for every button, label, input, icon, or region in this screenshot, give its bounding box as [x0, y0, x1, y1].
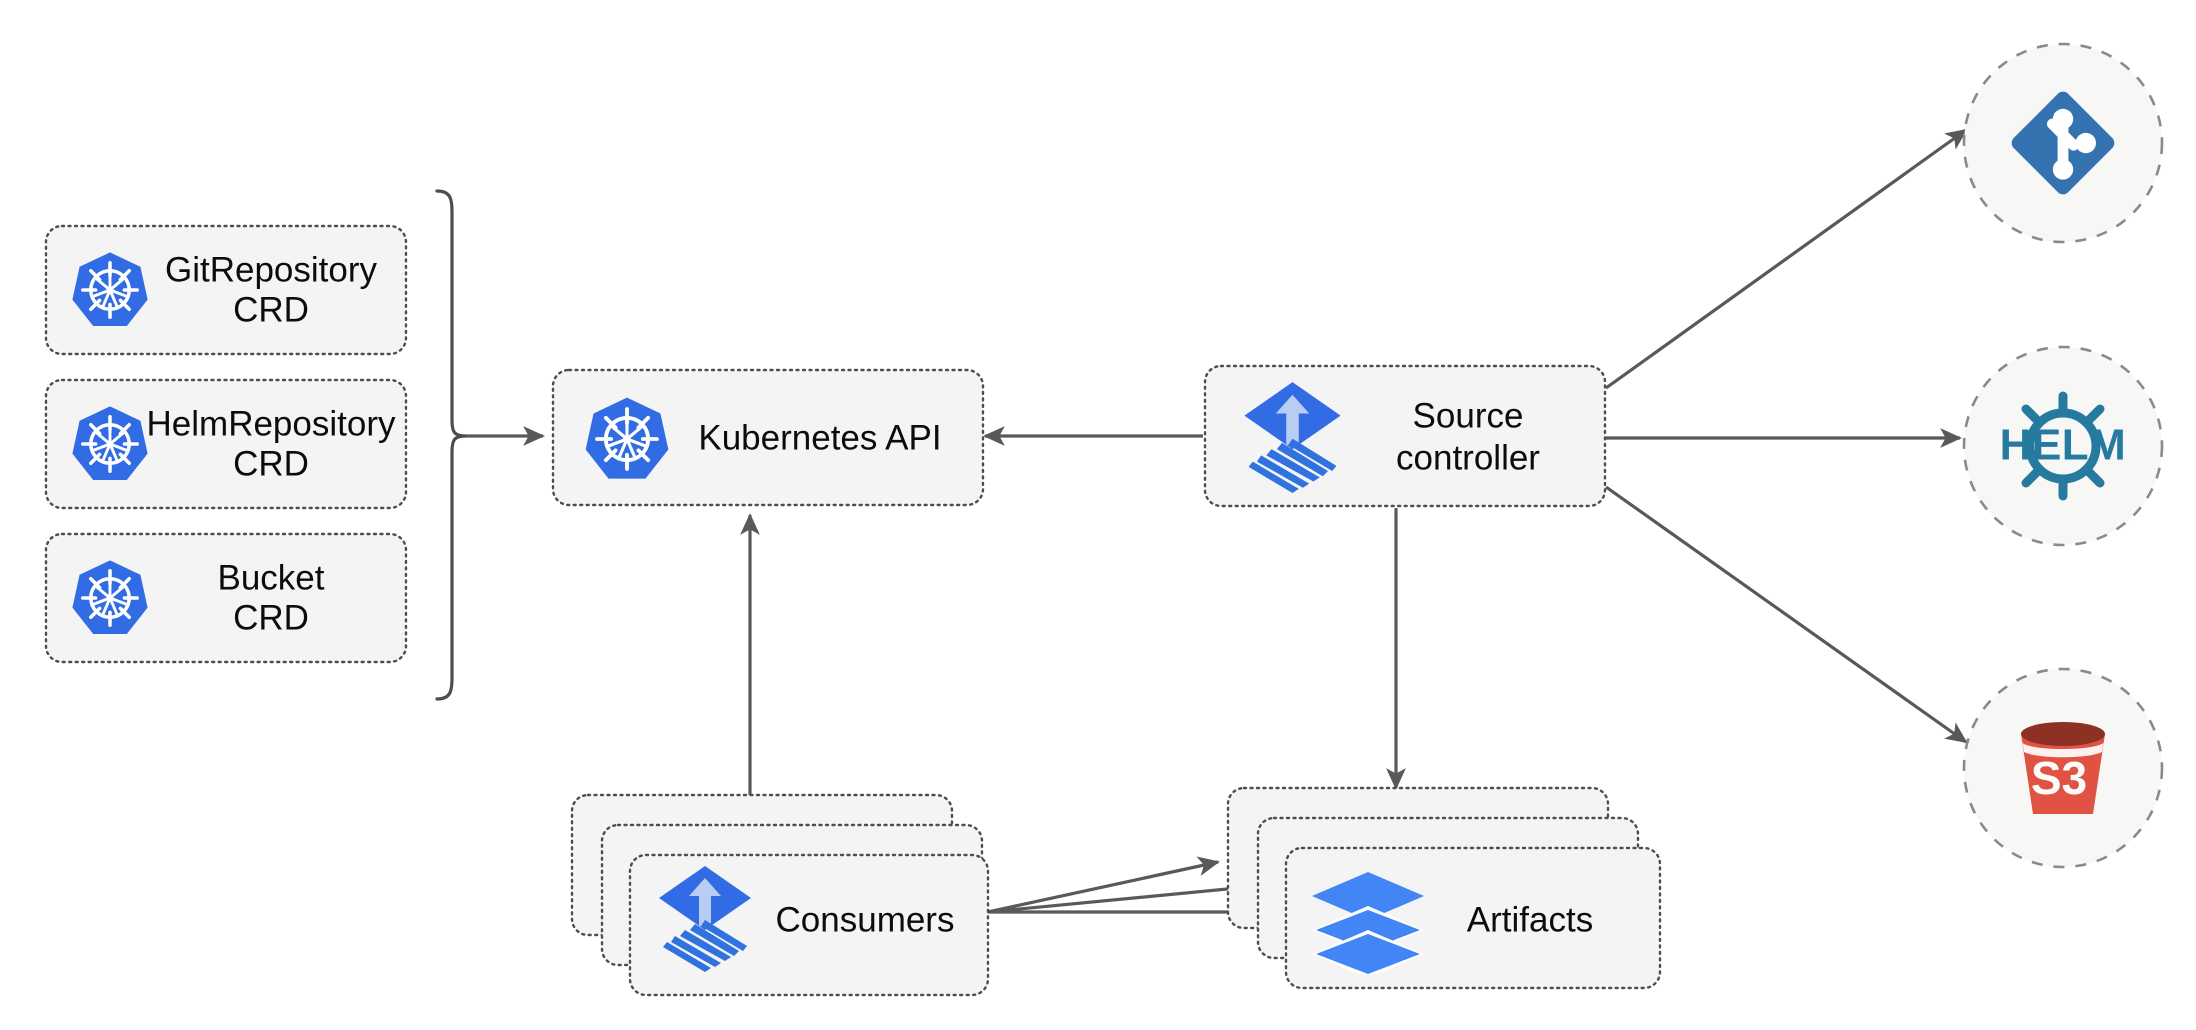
external-target-helm[interactable]: HELM: [1962, 345, 2164, 547]
crd-label-line1: HelmRepository: [147, 404, 396, 443]
node-source-controller[interactable]: Source controller: [1203, 364, 1607, 508]
node-artifacts[interactable]: Artifacts: [1226, 786, 1662, 990]
crd-label-line2: CRD: [233, 290, 309, 329]
s3-label: S3: [2031, 752, 2087, 804]
crd-label-line2: CRD: [233, 598, 309, 637]
crd-label-line2: CRD: [233, 444, 309, 483]
crd-label-line1: GitRepository: [165, 250, 378, 289]
edge-consumers-to-artifacts-2: [987, 879, 1250, 914]
crd-box-helmrepository[interactable]: HelmRepository CRD: [44, 378, 408, 510]
edge-consumers-to-artifacts-1: [987, 856, 1220, 914]
crd-box-gitrepository[interactable]: GitRepository CRD: [44, 224, 408, 356]
node-label-artifacts: Artifacts: [1467, 900, 1593, 939]
crd-group-brace: [435, 189, 467, 701]
node-label-source-controller-line1: Source: [1413, 396, 1524, 435]
external-target-git[interactable]: [1962, 42, 2164, 244]
node-kubernetes-api[interactable]: Kubernetes API: [551, 368, 985, 507]
external-target-s3[interactable]: S3: [1962, 667, 2164, 869]
node-label-consumers: Consumers: [776, 900, 955, 939]
node-label-kubernetes-api: Kubernetes API: [698, 418, 941, 457]
crd-label-line1: Bucket: [218, 558, 325, 597]
helm-label: HELM: [2000, 421, 2127, 470]
edge-source-controller-to-git: [1605, 128, 1968, 390]
crd-box-bucket[interactable]: Bucket CRD: [44, 532, 408, 664]
node-consumers[interactable]: Consumers: [570, 793, 990, 997]
node-label-source-controller-line2: controller: [1396, 438, 1540, 477]
edge-source-controller-to-s3: [1605, 485, 1968, 744]
